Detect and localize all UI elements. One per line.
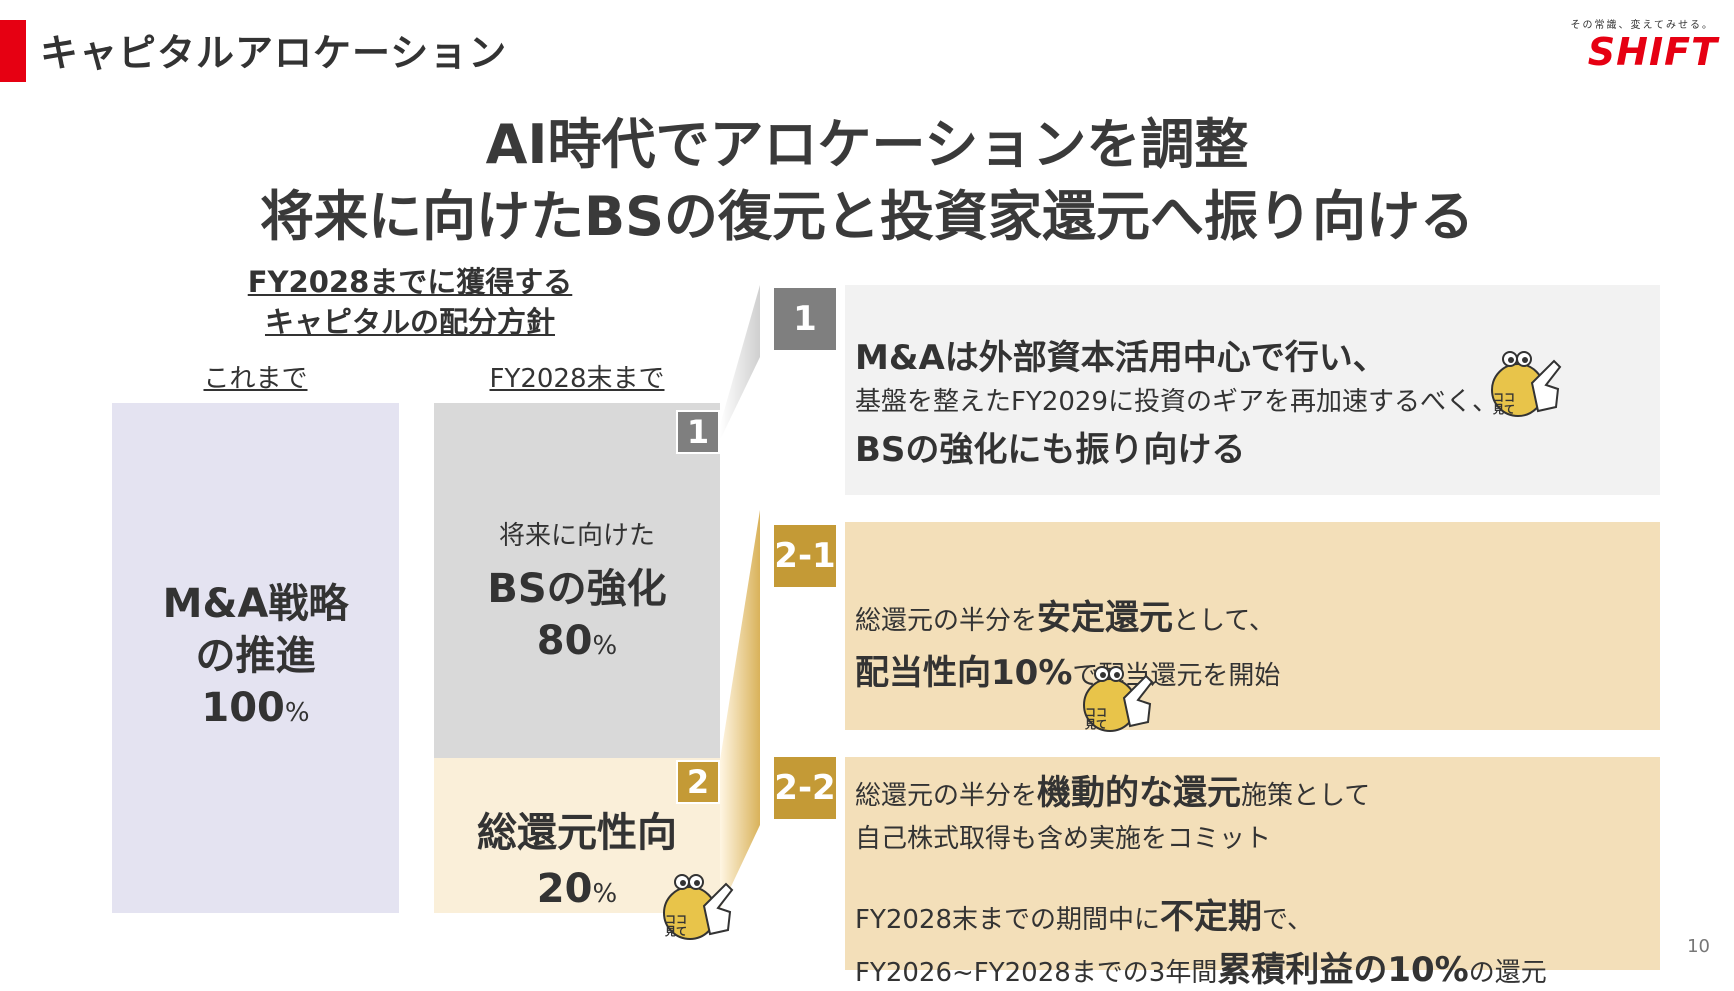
card21-l1-post: として、	[1173, 606, 1275, 636]
card-stable-return	[845, 522, 1660, 730]
pointing-mascot-icon	[1488, 345, 1562, 417]
card22-l4-bold: 累積利益の10%	[1217, 950, 1469, 990]
bs-tag-1: 1	[676, 410, 720, 454]
card22-l1-pre: 総還元の半分を	[855, 781, 1038, 811]
policy-heading-line-2: キャピタルの配分方針	[264, 305, 555, 339]
pointing-mascot-icon	[660, 868, 734, 940]
payout-unit: %	[592, 879, 618, 909]
card22-l4-pre: FY2026~FY2028までの3年間	[855, 958, 1218, 988]
mascot-text-1: ココ見て	[1493, 391, 1515, 416]
card22-l3-bold: 不定期	[1160, 897, 1263, 937]
title-accent-bar	[0, 20, 26, 82]
card22-l3-pre: FY2028末までの期間中に	[855, 905, 1161, 935]
card21-l2-bold: 配当性向10%	[855, 653, 1073, 693]
column-before-label: これまで	[203, 364, 308, 394]
headline-line-2: 将来に向けたBSの復元と投資家還元へ振り向ける	[259, 185, 1475, 248]
bs-unit: %	[592, 631, 618, 661]
payout-tag-2: 2	[676, 760, 720, 804]
card1-line-3: BSの強化にも振り向ける	[855, 430, 1246, 470]
card21-l1-bold: 安定還元	[1037, 598, 1174, 638]
column-after-label: FY2028末まで	[489, 364, 665, 394]
payout-ratio-box	[434, 758, 720, 913]
card22-l4-post: の還元	[1468, 958, 1547, 988]
card21-text: 総還元の半分を安定還元として、 配当性向10%で配当還元を開始	[855, 590, 1280, 694]
funnel-gold	[720, 510, 760, 910]
ma-strategy-value: 100	[201, 685, 285, 731]
page-number: 10	[1687, 936, 1710, 957]
card1-tag: 1	[774, 288, 836, 350]
mascot-text-2: ココ見て	[1085, 706, 1107, 731]
card22-l2: 自己株式取得も含め実施をコミット	[855, 824, 1272, 854]
page-title: キャピタルアロケーション	[40, 31, 508, 75]
card22-l1-post: 施策として	[1241, 781, 1371, 811]
payout-value: 20	[536, 866, 593, 912]
card1-text: M&Aは外部資本活用中心で行い、 基盤を整えたFY2029に投資のギアを再加速す…	[855, 330, 1498, 471]
funnel-connectors	[720, 285, 760, 910]
bs-strengthen-text: 将来に向けた BSの強化 80%	[434, 515, 720, 664]
bs-value: 80	[536, 618, 593, 664]
payout-ratio-text: 総還元性向 20%	[434, 800, 720, 912]
bs-label: BSの強化	[487, 566, 667, 612]
ma-strategy-unit: %	[284, 698, 310, 728]
headline-line-1: AI時代でアロケーションを調整	[485, 113, 1249, 176]
ma-strategy-text: M&A戦略 の推進 100%	[112, 578, 399, 739]
ma-strategy-line-2: の推進	[195, 633, 316, 679]
bs-small-label: 将来に向けた	[498, 521, 655, 551]
funnel-gray	[720, 285, 760, 440]
logo-tagline: その常識、変えてみせる。	[1570, 20, 1714, 31]
ma-strategy-line-1: M&A戦略	[162, 581, 349, 627]
card22-l3-post: で、	[1262, 905, 1313, 935]
card21-tag: 2-1	[774, 525, 836, 587]
card1-line-1: M&Aは外部資本活用中心で行い、	[855, 338, 1387, 378]
payout-label: 総還元性向	[477, 810, 677, 856]
bs-strengthen-box	[434, 403, 720, 758]
card22-l1-bold: 機動的な還元	[1037, 773, 1242, 813]
shift-logo: SHIFT	[1587, 30, 1718, 74]
card1-line-2: 基盤を整えたFY2029に投資のギアを再加速するべく、	[855, 387, 1499, 417]
policy-heading-line-1: FY2028までに獲得する	[247, 265, 573, 299]
pointing-mascot-icon	[1080, 660, 1154, 732]
card21-l1-pre: 総還元の半分を	[855, 606, 1038, 636]
card22-tag: 2-2	[774, 757, 836, 819]
ma-strategy-box	[112, 403, 399, 913]
mascot-text-3: ココ見て	[665, 913, 687, 938]
card-flexible-return	[845, 757, 1660, 970]
card22-text: 総還元の半分を機動的な還元施策として 自己株式取得も含め実施をコミット FY20…	[855, 765, 1547, 991]
